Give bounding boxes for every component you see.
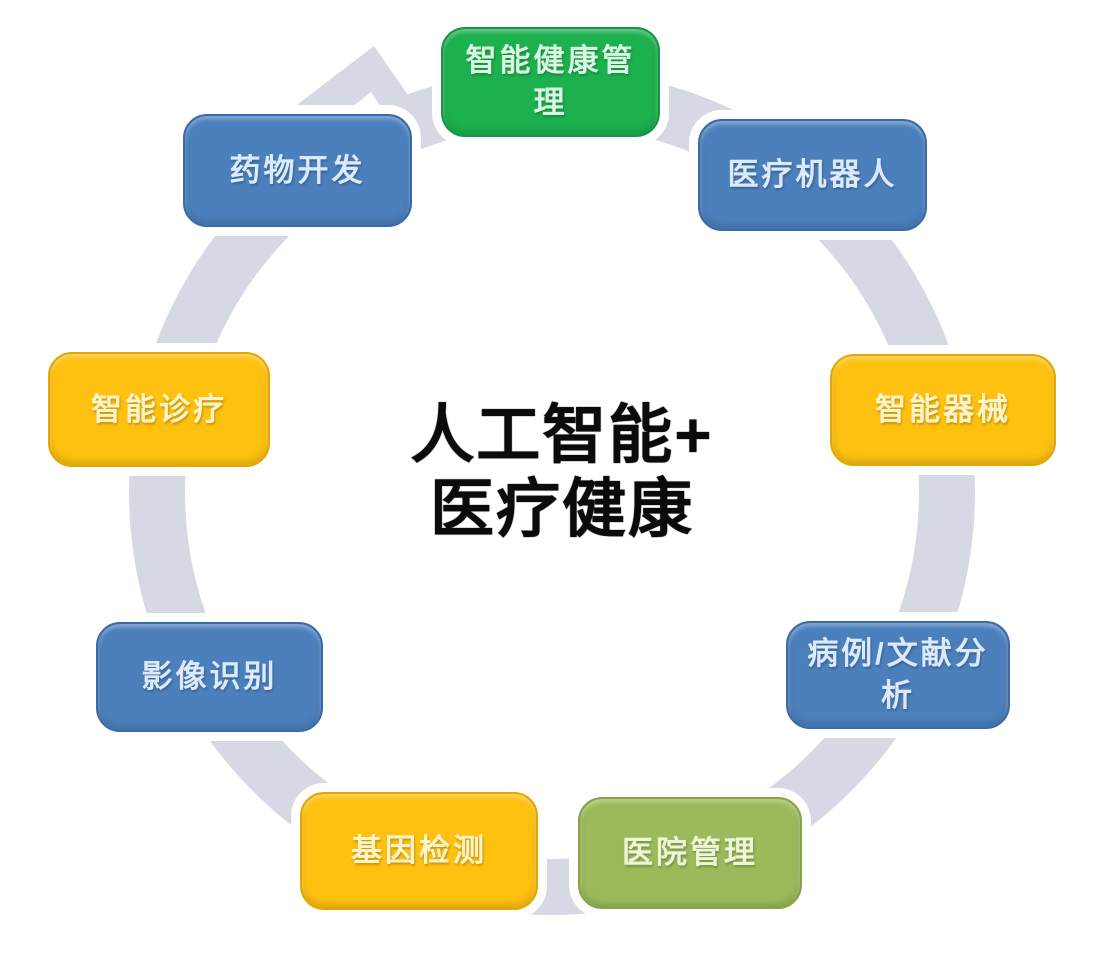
center-title-line2: 医疗健康 <box>430 473 694 546</box>
node-gene-testing: 基因检测 <box>300 792 538 910</box>
center-title-line1: 人工智能+ <box>410 399 714 471</box>
node-case-literature-analysis: 病例/文献分 析 <box>786 621 1010 729</box>
node-label-image-recognition: 影像识别 <box>141 659 278 695</box>
node-smart-diagnosis: 智能诊疗 <box>48 352 270 467</box>
node-image-recognition: 影像识别 <box>96 622 323 732</box>
node-label-smart-devices: 智能器械 <box>875 392 1011 428</box>
node-label-case-literature-analysis: 病例/文献分 析 <box>807 636 989 713</box>
node-smart-devices: 智能器械 <box>830 354 1056 466</box>
node-label-gene-testing: 基因检测 <box>351 833 487 869</box>
cycle-arrowhead-icon <box>298 46 424 135</box>
node-label-medical-robot: 医疗机器人 <box>727 157 898 193</box>
node-label-hospital-management: 医院管理 <box>622 835 758 871</box>
node-smart-health-management: 智能健康管 理 <box>441 27 660 137</box>
center-title: 人工智能+ 医疗健康 <box>292 398 832 546</box>
node-label-drug-development: 药物开发 <box>229 152 366 188</box>
node-label-smart-health-management: 智能健康管 理 <box>465 43 636 120</box>
node-label-smart-diagnosis: 智能诊疗 <box>91 391 227 427</box>
node-hospital-management: 医院管理 <box>578 797 802 909</box>
node-medical-robot: 医疗机器人 <box>698 119 927 231</box>
node-drug-development: 药物开发 <box>183 114 412 227</box>
